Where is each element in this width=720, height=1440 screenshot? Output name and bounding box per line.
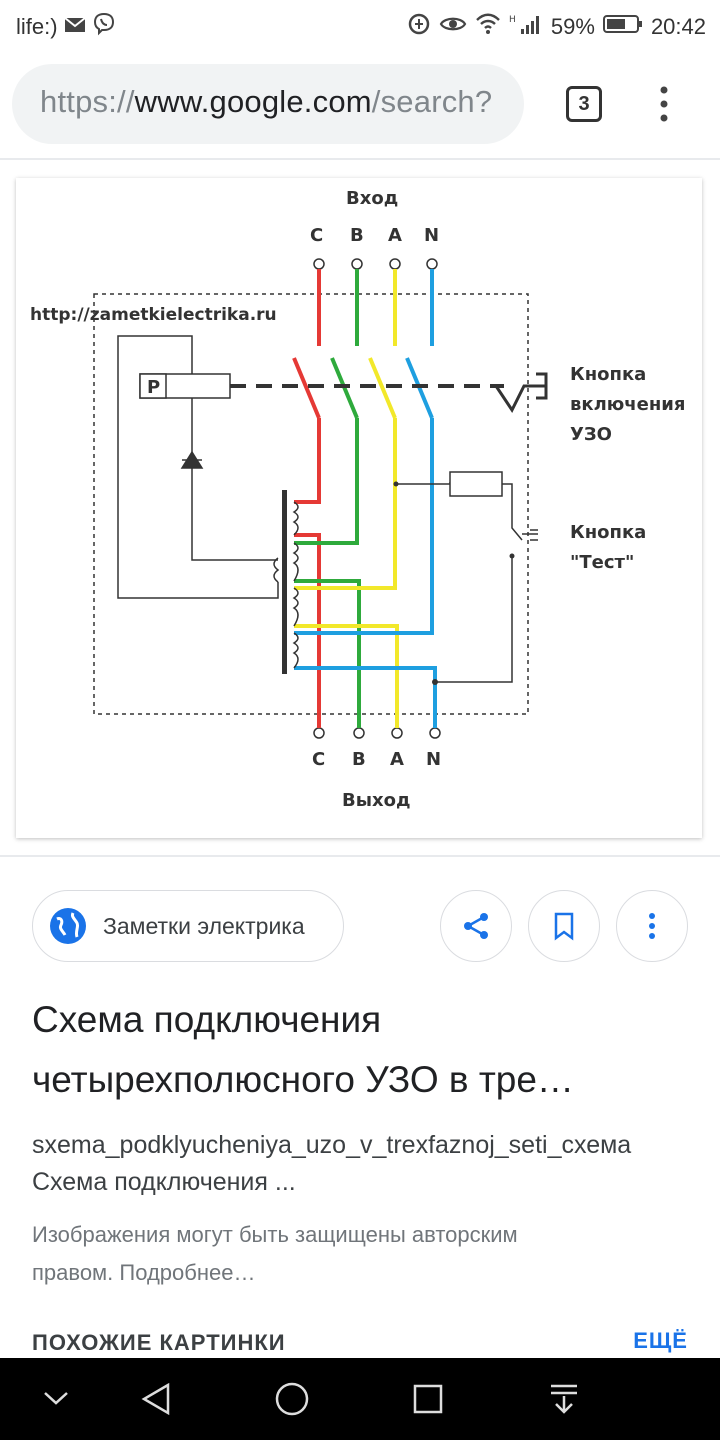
button-test-label-2: "Тест" xyxy=(570,552,634,573)
data-saver-icon xyxy=(407,12,431,42)
mail-icon xyxy=(63,14,86,40)
status-bar: life:) H 59% 20:42 xyxy=(0,0,720,50)
wifi-icon xyxy=(475,13,501,41)
neutral-n-line xyxy=(294,269,437,728)
watermark: http://zametkielectrika.ru xyxy=(30,305,277,325)
back-icon[interactable] xyxy=(140,1382,172,1416)
button-on-label-2: включения xyxy=(570,394,685,415)
more-vert-icon[interactable] xyxy=(652,84,676,124)
top-terminal-a: A xyxy=(388,225,402,246)
clock: 20:42 xyxy=(650,14,706,39)
share-icon xyxy=(464,913,488,939)
system-navigation-bar xyxy=(0,1358,720,1440)
phase-b-line xyxy=(294,269,361,728)
url-path: /search? xyxy=(371,84,493,119)
bottom-terminal-n: N xyxy=(426,749,441,770)
button-on-label-3: УЗО xyxy=(570,424,612,445)
signal-icon: H xyxy=(509,13,543,41)
divider xyxy=(0,855,720,857)
tab-switcher-button[interactable]: 3 xyxy=(566,86,602,122)
relay-circuit xyxy=(117,335,538,683)
top-terminal-n: N xyxy=(424,225,439,246)
transformer-coils xyxy=(273,501,299,669)
input-terminals xyxy=(313,258,438,270)
copyright-line-1: Изображения могут быть защищены авторски… xyxy=(32,1222,518,1247)
on-button-symbol xyxy=(494,372,548,413)
image-preview[interactable]: Вход Выход C B A N C B A N http://zametk… xyxy=(16,178,702,838)
device-enclosure xyxy=(93,293,529,715)
top-terminal-c: C xyxy=(310,225,323,246)
url-text[interactable]: https://www.google.com/search? xyxy=(40,84,510,120)
globe-icon xyxy=(49,907,87,945)
collapse-icon[interactable] xyxy=(42,1388,70,1408)
share-button[interactable] xyxy=(440,890,512,962)
input-label: Вход xyxy=(346,188,398,209)
output-terminals xyxy=(313,727,441,739)
source-chip[interactable]: Заметки электрика xyxy=(32,890,344,962)
result-title[interactable]: Схема подключения четырехполюсного УЗО в… xyxy=(32,990,692,1110)
result-title-line-2: четырехполюсного УЗО в тре… xyxy=(32,1059,574,1100)
top-terminal-b: B xyxy=(350,225,364,246)
divider xyxy=(0,158,720,160)
button-on-label-1: Кнопка xyxy=(570,364,646,385)
bottom-terminal-b: B xyxy=(352,749,366,770)
recents-icon[interactable] xyxy=(412,1383,444,1415)
viber-icon xyxy=(92,12,116,42)
save-button[interactable] xyxy=(528,890,600,962)
result-description: Схема подключения ... xyxy=(32,1168,296,1196)
rcd-wiring-diagram: Вход Выход C B A N C B A N http://zametk… xyxy=(30,188,685,811)
source-name: Заметки электрика xyxy=(103,913,305,939)
phase-a-line xyxy=(294,269,399,728)
result-title-line-1: Схема подключения xyxy=(32,999,382,1040)
bookmark-icon xyxy=(554,912,574,941)
more-options-button[interactable] xyxy=(616,890,688,962)
transformer-core xyxy=(282,490,287,674)
home-icon[interactable] xyxy=(274,1381,310,1417)
similar-images-header: ПОХОЖИЕ КАРТИНКИ xyxy=(32,1330,286,1355)
notification-pull-icon[interactable] xyxy=(548,1382,580,1416)
more-link[interactable]: ЕЩЁ xyxy=(633,1328,688,1353)
url-scheme: https:// xyxy=(40,84,135,119)
phase-c-line xyxy=(292,269,321,728)
output-label: Выход xyxy=(342,790,411,811)
copyright-learn-more-link[interactable]: правом. Подробнее… xyxy=(32,1260,256,1285)
address-bar[interactable]: https://www.google.com/search? xyxy=(12,64,524,144)
battery-percent: 59% xyxy=(550,14,595,39)
relay-label: P xyxy=(147,377,160,398)
bottom-terminal-c: C xyxy=(312,749,325,770)
bottom-terminal-a: A xyxy=(390,749,404,770)
carrier-label: life:) xyxy=(16,14,58,39)
button-test-label-1: Кнопка xyxy=(570,522,646,543)
copyright-notice: Изображения могут быть защищены авторски… xyxy=(32,1216,632,1292)
eye-icon xyxy=(439,13,467,41)
battery-icon xyxy=(602,13,643,41)
more-vert-icon xyxy=(649,913,655,939)
url-domain: www.google.com xyxy=(134,84,372,119)
result-filename: sxema_podklyucheniya_uzo_v_trexfaznoj_se… xyxy=(32,1131,632,1159)
svg-text:H: H xyxy=(509,15,516,25)
